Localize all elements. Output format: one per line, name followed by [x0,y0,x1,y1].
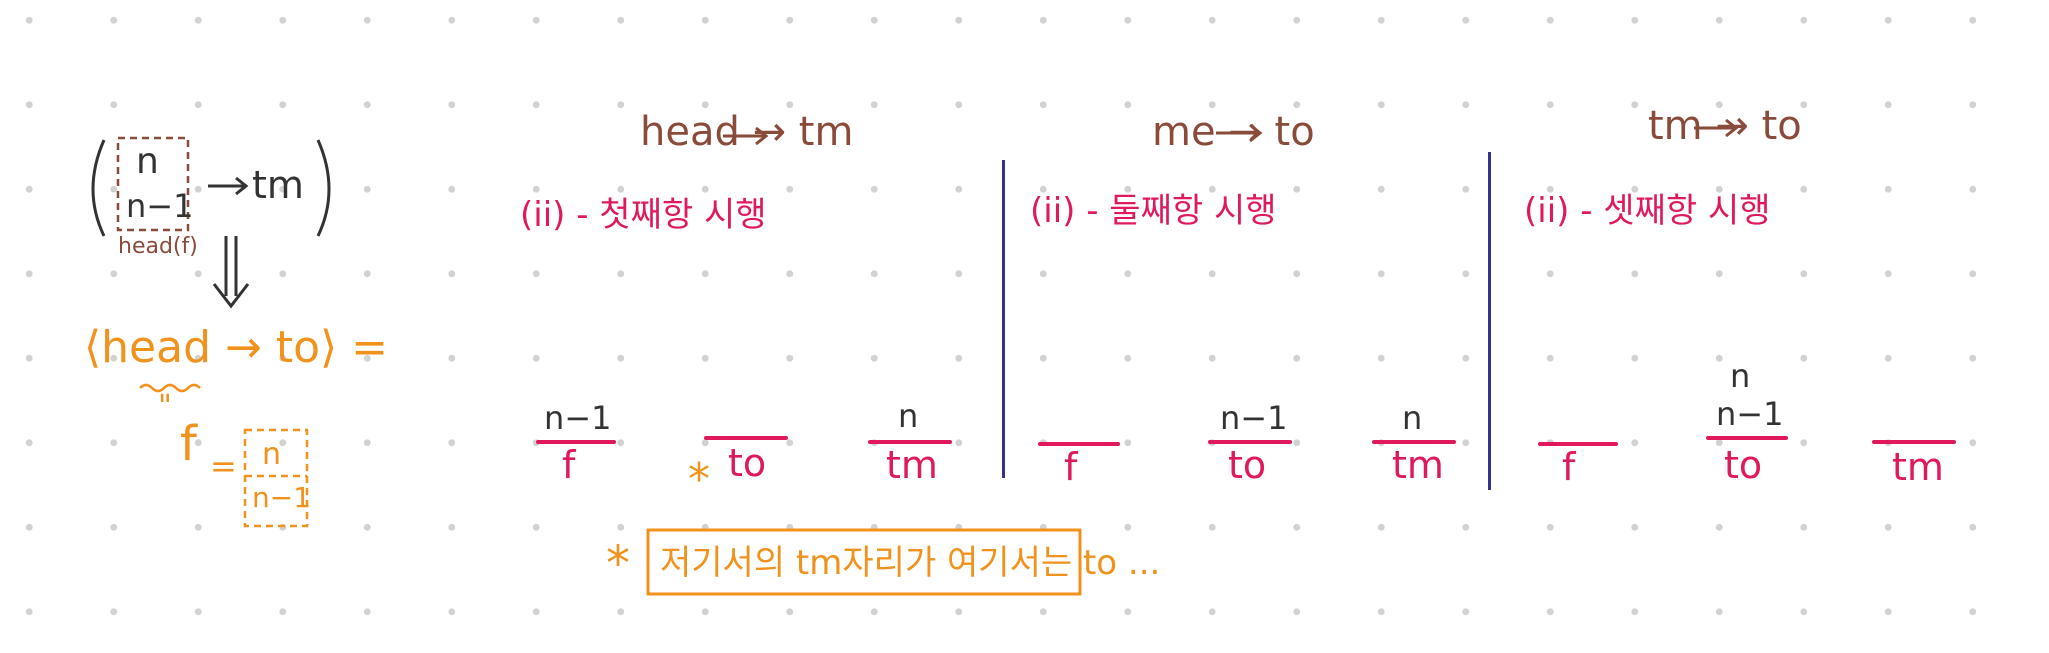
col2-peg-f-label: f [1064,445,1078,489]
col1-peg-tm-line [868,440,952,444]
dashed-disk-box [116,136,190,232]
divider-2 [1488,152,1491,490]
col2-peg-f-line [1038,442,1120,446]
col1-peg-to-label: to [728,441,767,485]
col2-step: (ii) - 둘째항 시행 [1030,191,1277,231]
col3-peg-tm-line [1872,440,1956,444]
left-disk-bottom: n−1 [126,187,194,225]
col3-step: (ii) - 셋째항 시행 [1524,191,1771,231]
col1-peg-to-line [704,436,788,440]
col1-peg-f-disk: n−1 [544,399,612,437]
heading-arrow-1-icon [723,126,769,146]
col1-star-icon: * [688,454,710,505]
col3-peg-f-line [1538,442,1618,446]
box-bottom: n−1 [252,481,312,514]
col1-peg-tm-label: tm [886,443,938,487]
ditto-mark: " [158,389,172,424]
divider-1 [1002,160,1005,478]
col3-peg-to-disk-top: n [1730,357,1751,395]
col2-peg-tm-label: tm [1392,443,1444,487]
col2-peg-tm-disk: n [1402,399,1423,437]
col2-peg-to-line [1208,440,1292,444]
double-down-arrow-icon [212,236,250,309]
box-top: n [262,437,282,472]
f-label: f [180,416,197,472]
note-star-icon: * [606,536,630,592]
col1-heading: head → tm [640,109,854,155]
heading-arrow-2-icon [1216,123,1263,143]
head-note: head(f) [118,234,198,259]
left-arrow-target: tm [252,163,304,207]
heading-arrow-3-icon [1694,118,1739,138]
equation: ⟨head → to⟩ = [84,322,389,373]
col1-step: (ii) - 첫째항 시행 [520,195,767,235]
col2-heading: me → to [1152,109,1315,155]
left-paren [91,139,106,237]
left-disk-top: n [136,141,159,182]
col3-peg-tm-label: tm [1892,445,1944,489]
right-paren [316,139,331,237]
col3-peg-to-label: to [1724,443,1763,487]
col2-peg-to-label: to [1228,443,1267,487]
col2-peg-to-disk: n−1 [1220,399,1288,437]
col2-peg-tm-line [1372,440,1456,444]
col1-peg-f-label: f [562,443,576,487]
squiggle-underline [139,383,201,393]
col1-peg-tm-disk: n [898,397,919,435]
col1-peg-f-line [536,440,616,444]
arrow-to-tm-icon [208,176,249,196]
note-text: 저기서의 tm자리가 여기서는 to ... [660,543,1161,583]
equals-sign: = [210,447,237,485]
dashed-orange-box [243,428,309,528]
col3-peg-f-label: f [1562,445,1576,489]
note-box [646,528,1082,596]
col3-peg-to-line [1706,436,1788,440]
col3-peg-to-disk-bottom: n−1 [1716,395,1784,433]
col3-heading: tm → to [1648,103,1802,149]
